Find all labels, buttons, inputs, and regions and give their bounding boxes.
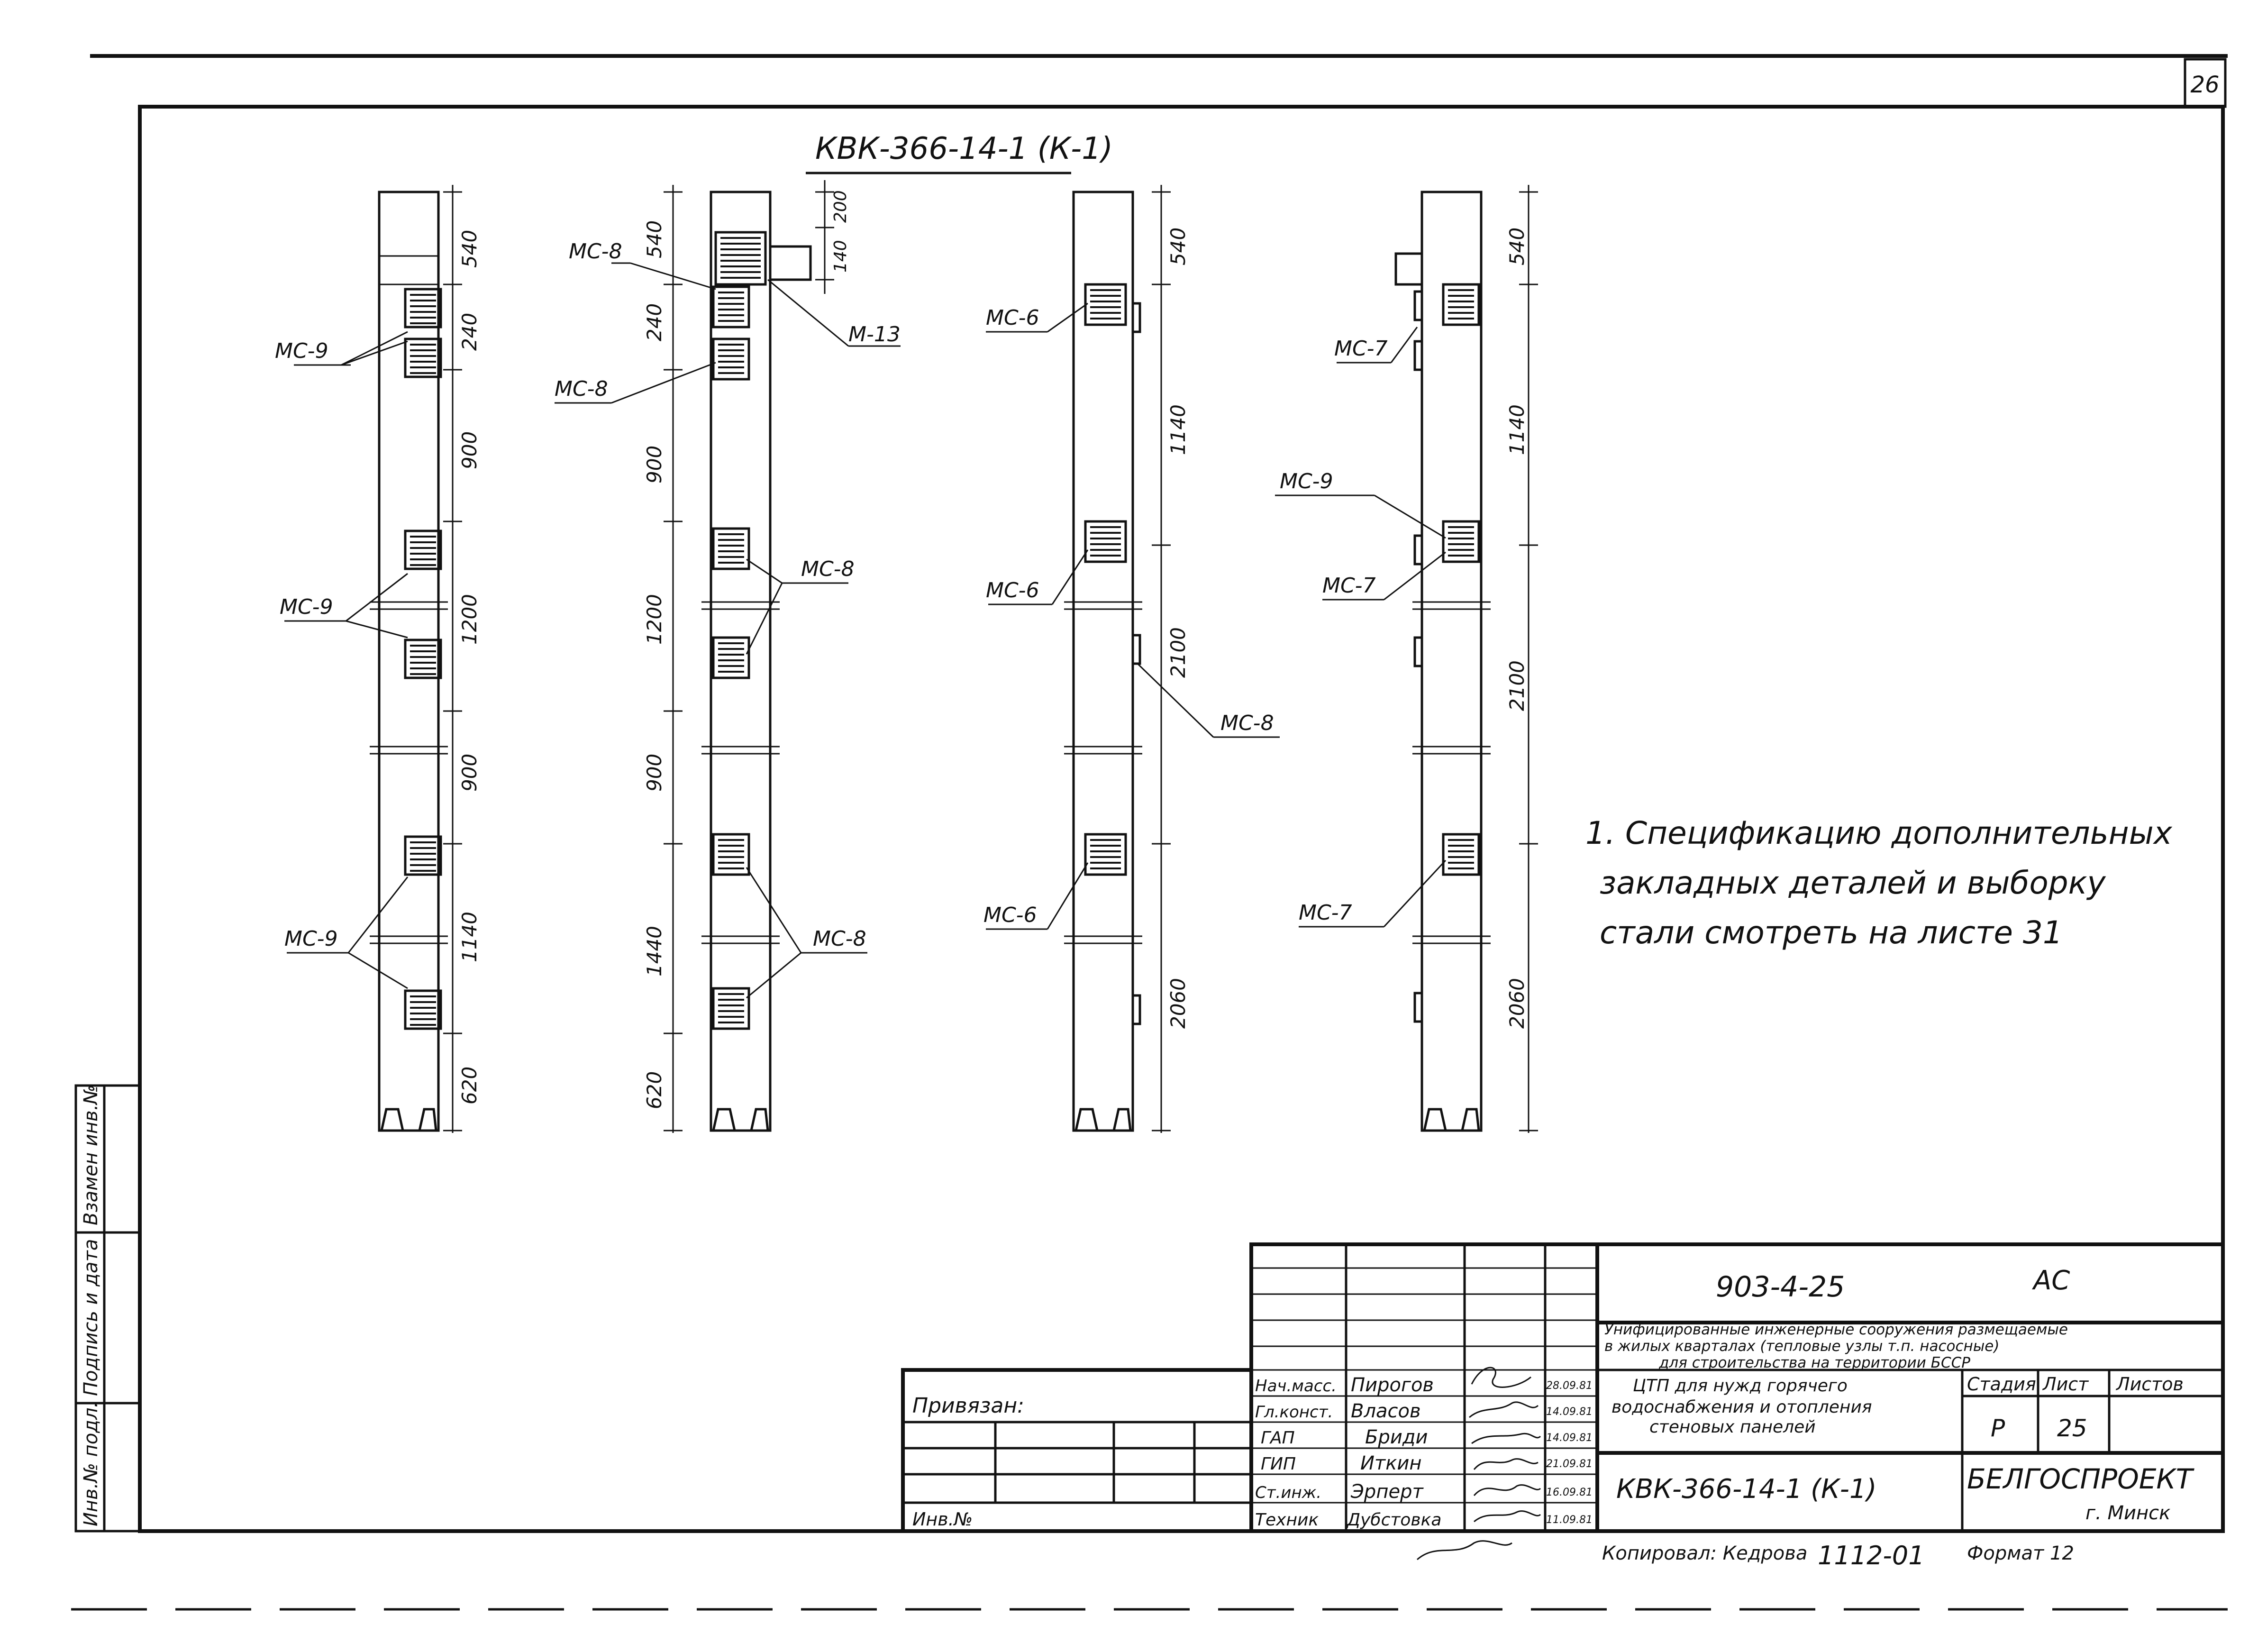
- p4-dim-0: 540: [1505, 228, 1529, 265]
- p3-dim-0: 540: [1166, 228, 1190, 265]
- date-2: 14.09.81: [1546, 1432, 1593, 1444]
- p2-label-0: МС-8: [569, 239, 622, 264]
- date-0: 28.09.81: [1546, 1380, 1593, 1392]
- p4-label-1: МС-9: [1280, 469, 1333, 493]
- project-line-3: стеновых панелей: [1649, 1417, 1816, 1437]
- p2-dim-top-0: 200: [831, 190, 850, 223]
- panel-2: [555, 180, 901, 1133]
- panel-1: [284, 185, 462, 1133]
- role-5: Техник: [1255, 1510, 1319, 1530]
- p2-dim-3: 1200: [643, 594, 666, 645]
- p1-dim-3: 1200: [458, 594, 481, 645]
- p2-label-3: МС-8: [801, 557, 855, 581]
- drawing-code: КВК-366-14-1 (К-1): [1616, 1474, 1876, 1505]
- corner-number: 26: [2190, 72, 2219, 98]
- format-label: Формат 12: [1967, 1542, 2074, 1564]
- signature-scribbles: [1417, 1367, 1541, 1561]
- p2-dim-4: 900: [643, 754, 666, 792]
- desc-line-2: в жилых кварталах (тепловые узлы т.п. на…: [1604, 1338, 1999, 1355]
- bound-label: Привязан:: [912, 1394, 1024, 1418]
- name-2: Бриди: [1365, 1426, 1428, 1448]
- p1-dim-2: 900: [458, 431, 481, 469]
- p2-dim-top-1: 140: [831, 240, 850, 273]
- p2-dim-5: 1440: [643, 926, 666, 977]
- project-line-2: водоснабжения и отопления: [1611, 1397, 1872, 1417]
- p3-label-2: МС-8: [1220, 711, 1274, 735]
- p2-label-1: МС-8: [555, 377, 608, 401]
- p3-dim-2: 2100: [1166, 627, 1190, 678]
- p1-label-1: МС-9: [280, 595, 333, 619]
- name-3: Иткин: [1360, 1452, 1422, 1474]
- p2-label-4: МС-8: [813, 927, 866, 951]
- panel-3: [986, 185, 1280, 1133]
- p3-label-3: МС-6: [983, 903, 1037, 927]
- p4-label-0: МС-7: [1334, 337, 1388, 361]
- p4-dim-3: 2060: [1505, 978, 1529, 1029]
- p4-label-3: МС-7: [1299, 901, 1352, 925]
- drawing-title: КВК-366-14-1 (К-1): [815, 131, 1113, 166]
- side-stamps: Взамен инв.№ Подпись и дата Инв.№ подл.: [74, 1084, 141, 1533]
- p1-label-2: МС-9: [284, 927, 338, 951]
- desc-line-3: для строительства на территории БССР: [1658, 1354, 1970, 1371]
- corner-number-box: [2184, 58, 2227, 108]
- doc-mark: АС: [2032, 1265, 2070, 1296]
- role-3: ГИП: [1261, 1454, 1296, 1474]
- p1-dim-0: 540: [458, 230, 481, 268]
- inv-label: Инв.№: [912, 1509, 973, 1530]
- doc-code: 903-4-25: [1716, 1270, 1845, 1304]
- role-4: Ст.инж.: [1255, 1483, 1321, 1502]
- p3-dim-1: 1140: [1166, 404, 1190, 455]
- sheet-label: Лист: [2042, 1374, 2089, 1395]
- p4-label-2: МС-7: [1322, 574, 1376, 598]
- stamp-replace-inv: Взамен инв.№: [80, 1085, 102, 1225]
- name-5: Дубстовка: [1346, 1510, 1441, 1530]
- stage-value: Р: [1991, 1415, 2005, 1442]
- date-4: 16.09.81: [1546, 1487, 1593, 1498]
- desc-line-1: Унифицированные инженерные сооружения ра…: [1604, 1321, 2068, 1338]
- copy-number: 1112-01: [1818, 1541, 1925, 1570]
- name-4: Эрперт: [1350, 1481, 1424, 1503]
- p2-label-2: М-13: [848, 322, 901, 347]
- sheet-value: 25: [2057, 1415, 2087, 1442]
- p3-label-0: МС-6: [986, 306, 1039, 330]
- org-name: БЕЛГОСПРОЕКТ: [1967, 1463, 2195, 1495]
- name-1: Власов: [1351, 1400, 1421, 1422]
- role-0: Нач.масс.: [1255, 1377, 1337, 1396]
- role-1: Гл.конст.: [1255, 1403, 1333, 1422]
- panel-4: [1275, 185, 1538, 1133]
- date-3: 21.09.81: [1546, 1458, 1593, 1470]
- p1-dim-5: 1140: [458, 912, 481, 962]
- date-5: 11.09.81: [1546, 1514, 1593, 1526]
- copied-by: Копировал: Кедрова: [1602, 1542, 1807, 1564]
- note-line-1: 1. Спецификацию дополнительных: [1585, 815, 2173, 851]
- date-1: 14.09.81: [1546, 1406, 1593, 1418]
- p2-dim-6: 620: [643, 1071, 666, 1109]
- stage-label: Стадия: [1967, 1374, 2036, 1395]
- p3-label-1: МС-6: [986, 578, 1039, 602]
- title-block: [901, 1242, 2225, 1533]
- project-line-1: ЦТП для нужд горячего: [1633, 1376, 1848, 1396]
- stamp-signature-date: Подпись и дата: [80, 1239, 102, 1396]
- p4-dim-2: 2100: [1505, 660, 1529, 711]
- note-line-3: стали смотреть на листе 31: [1600, 914, 2063, 951]
- p2-dim-1: 240: [643, 303, 666, 341]
- stamp-original-inv: Инв.№ подл.: [80, 1402, 102, 1526]
- name-0: Пирогов: [1351, 1374, 1434, 1396]
- note-line-2: закладных деталей и выборку: [1600, 865, 2106, 901]
- p2-dim-0: 540: [643, 220, 666, 258]
- p4-dim-1: 1140: [1505, 404, 1529, 455]
- p1-label-0: МС-9: [275, 339, 328, 363]
- sheets-label: Листов: [2115, 1374, 2184, 1395]
- p1-dim-4: 900: [458, 754, 481, 792]
- p1-dim-6: 620: [458, 1067, 481, 1104]
- org-city: г. Минск: [2085, 1502, 2170, 1524]
- p2-dim-2: 900: [643, 446, 666, 484]
- role-2: ГАП: [1261, 1428, 1295, 1448]
- p3-dim-3: 2060: [1166, 978, 1190, 1029]
- p1-dim-1: 240: [458, 313, 481, 351]
